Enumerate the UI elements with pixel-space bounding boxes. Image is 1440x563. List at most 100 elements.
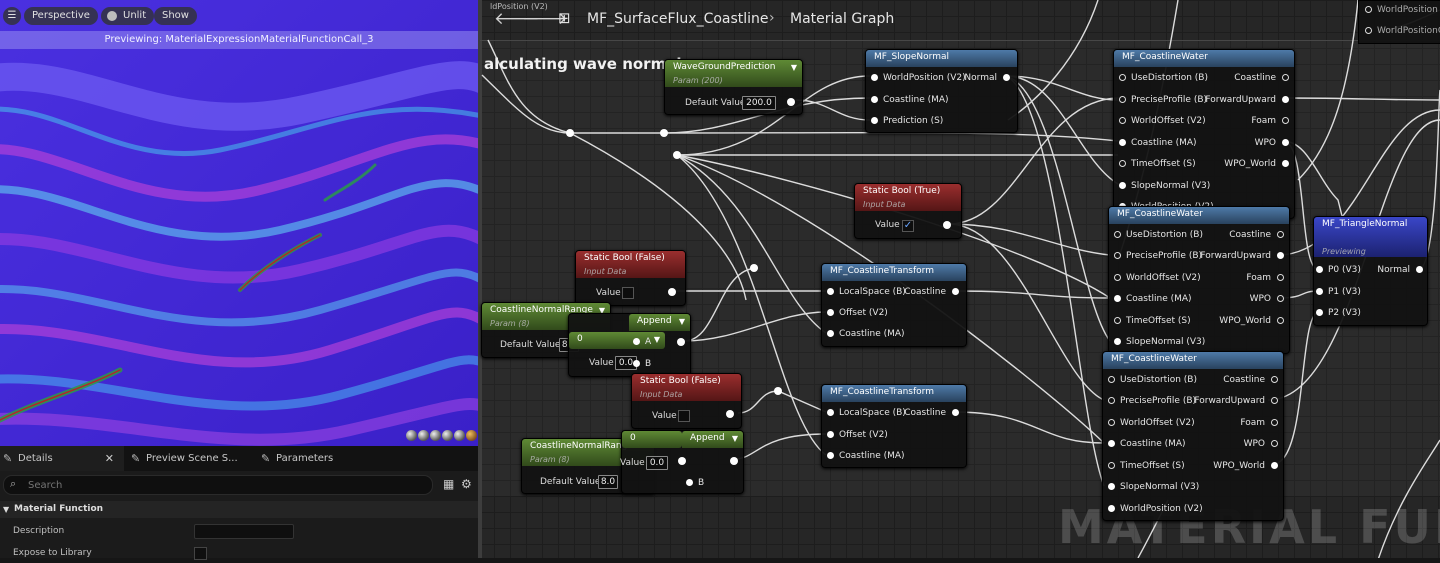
pin-slope-normal[interactable]: SlopeNormal (V3) bbox=[1112, 336, 1205, 348]
expose-to-library-checkbox[interactable] bbox=[194, 547, 207, 560]
node-mf-slope-normal[interactable]: MF_SlopeNormal WorldPosition (V2) Coastl… bbox=[865, 49, 1018, 133]
pin-precise-profile[interactable]: PreciseProfile (B) bbox=[1117, 94, 1207, 106]
pin-b[interactable]: B bbox=[684, 477, 704, 489]
table-view-icon[interactable]: ▦ bbox=[443, 477, 455, 491]
material-graph-editor[interactable]: alculating wave normal MATERIAL FUNCTIO bbox=[478, 0, 1440, 558]
pin-time-offset[interactable]: TimeOffset (S) bbox=[1112, 315, 1191, 327]
pin-out-coastline[interactable]: Coastline bbox=[1229, 229, 1285, 241]
description-field[interactable] bbox=[194, 524, 294, 539]
node-mf-coastline-transform-1[interactable]: MF_CoastlineTransform LocalSpace (B) Off… bbox=[821, 263, 967, 347]
pin-out-forward-upward[interactable]: ForwardUpward bbox=[1205, 94, 1290, 106]
preview-cylinder-icon[interactable] bbox=[406, 430, 417, 441]
preview-sphere-icon[interactable] bbox=[418, 430, 429, 441]
pin-out-wpo-world[interactable]: WPO_World bbox=[1219, 315, 1285, 327]
output-pin[interactable] bbox=[943, 221, 951, 229]
pin-out-normal[interactable]: Normal bbox=[1377, 264, 1424, 276]
node-static-bool-false-1[interactable]: Static Bool (False) Input Data Value bbox=[575, 250, 686, 306]
search-input[interactable] bbox=[26, 477, 420, 494]
pin-out-wpo[interactable]: WPO bbox=[1250, 293, 1285, 305]
node-mf-triangle-normal[interactable]: MF_TriangleNormal Previewing P0 (V3) P1 … bbox=[1313, 216, 1428, 326]
value-checkbox[interactable] bbox=[622, 287, 634, 299]
node-mf-coastline-water-2[interactable]: MF_CoastlineWater UseDistortion (B) Prec… bbox=[1108, 206, 1290, 354]
node-wave-ground-prediction[interactable]: WaveGroundPrediction Param (200) ▼ Defau… bbox=[664, 59, 803, 115]
pin-world-position-o[interactable]: WorldPositionO bbox=[1363, 25, 1440, 37]
preview-teapot-icon[interactable] bbox=[466, 430, 477, 441]
pin-offset[interactable]: Offset (V2) bbox=[825, 307, 888, 319]
node-static-bool-true[interactable]: Static Bool (True) Input Data Value ✓ bbox=[854, 183, 962, 239]
pin-coastline[interactable]: Coastline (MA) bbox=[1106, 438, 1186, 450]
default-value-field[interactable]: 200.0 bbox=[742, 96, 776, 110]
output-pin[interactable] bbox=[787, 98, 795, 106]
preview-cube-icon[interactable] bbox=[442, 430, 453, 441]
gear-icon[interactable]: ⚙ bbox=[461, 477, 472, 491]
pin-slope-normal[interactable]: SlopeNormal (V3) bbox=[1117, 180, 1210, 192]
pin-world-offset[interactable]: WorldOffset (V2) bbox=[1112, 272, 1201, 284]
pin-precise-profile[interactable]: PreciseProfile (B) bbox=[1106, 395, 1196, 407]
pin-out-coastline[interactable]: Coastline bbox=[904, 407, 960, 419]
pin-precise-profile[interactable]: PreciseProfile (B) bbox=[1112, 250, 1202, 262]
pin-slope-normal[interactable]: SlopeNormal (V3) bbox=[1106, 481, 1199, 493]
output-pin[interactable] bbox=[668, 288, 676, 296]
node-mf-coastline-water-3[interactable]: MF_CoastlineWater UseDistortion (B) Prec… bbox=[1102, 351, 1284, 521]
pin-b[interactable]: B bbox=[631, 358, 651, 370]
pin-out-coastline[interactable]: Coastline bbox=[904, 286, 960, 298]
pin-coastline[interactable]: Coastline (MA) bbox=[869, 94, 949, 106]
category-material-function[interactable]: ▼ Material Function bbox=[0, 501, 478, 518]
preview-mesh-icon[interactable] bbox=[454, 430, 465, 441]
pin-p1[interactable]: P1 (V3) bbox=[1314, 286, 1361, 298]
node-mf-coastline-transform-2[interactable]: MF_CoastlineTransform LocalSpace (B) Off… bbox=[821, 384, 967, 468]
pin-out-coastline[interactable]: Coastline bbox=[1223, 374, 1279, 386]
pin-coastline[interactable]: Coastline (MA) bbox=[1117, 137, 1197, 149]
pin-out-foam[interactable]: Foam bbox=[1240, 417, 1279, 429]
pin-use-distortion[interactable]: UseDistortion (B) bbox=[1117, 72, 1208, 84]
pin-world-position[interactable]: WorldPosition bbox=[1363, 4, 1438, 16]
default-value-field[interactable]: 8.0 bbox=[598, 475, 618, 489]
pin-out-coastline[interactable]: Coastline bbox=[1234, 72, 1290, 84]
value-checkbox[interactable]: ✓ bbox=[902, 220, 914, 232]
material-preview-viewport[interactable]: ☰ Perspective Unlit Show Previewing: Mat… bbox=[0, 0, 478, 446]
tab-details[interactable]: ✎ Details ✕ bbox=[0, 446, 124, 471]
comment-title[interactable]: alculating wave normal bbox=[484, 55, 682, 73]
pin-prediction[interactable]: Prediction (S) bbox=[869, 115, 943, 127]
const-output-pin[interactable] bbox=[678, 457, 686, 465]
pin-out-normal[interactable]: Normal bbox=[964, 72, 1011, 84]
pin-offset[interactable]: Offset (V2) bbox=[825, 429, 888, 441]
pin-out-forward-upward[interactable]: ForwardUpward bbox=[1200, 250, 1285, 262]
pin-world-offset[interactable]: WorldOffset (V2) bbox=[1117, 115, 1206, 127]
pin-time-offset[interactable]: TimeOffset (S) bbox=[1106, 460, 1185, 472]
back-arrow-icon[interactable]: 🡐 bbox=[494, 9, 540, 29]
details-search[interactable]: ⌕ bbox=[3, 475, 433, 495]
value-checkbox[interactable] bbox=[678, 410, 690, 422]
pin-world-position[interactable]: WorldPosition (V2) bbox=[869, 72, 966, 84]
pin-out-foam[interactable]: Foam bbox=[1251, 115, 1290, 127]
pin-world-position[interactable]: WorldPosition (V2) bbox=[1106, 503, 1203, 515]
tab-parameters[interactable]: ✎ Parameters bbox=[258, 446, 378, 471]
node-append-2[interactable]: Append ▼ 0 Value 0.0 B bbox=[620, 430, 744, 494]
output-pin[interactable] bbox=[677, 338, 685, 346]
panel-splitter[interactable] bbox=[478, 0, 482, 558]
pin-p2[interactable]: P2 (V3) bbox=[1314, 307, 1361, 319]
node-static-bool-false-2[interactable]: Static Bool (False) Input Data Value bbox=[631, 373, 742, 429]
output-pin[interactable] bbox=[730, 457, 738, 465]
pin-use-distortion[interactable]: UseDistortion (B) bbox=[1112, 229, 1203, 241]
node-append-1[interactable]: Append ▼ 0 ▼ A Value 0.0 B bbox=[568, 313, 691, 377]
node-mf-coastline-water-1[interactable]: MF_CoastlineWater UseDistortion (B) Prec… bbox=[1113, 49, 1295, 219]
close-icon[interactable]: ✕ bbox=[104, 452, 114, 465]
pin-a[interactable]: A bbox=[631, 336, 651, 348]
viewport-options-button[interactable]: ☰ bbox=[3, 7, 21, 25]
breadcrumb-function[interactable]: MF_SurfaceFlux_Coastline bbox=[587, 11, 769, 27]
perspective-button[interactable]: Perspective bbox=[24, 7, 98, 25]
pin-out-wpo[interactable]: WPO bbox=[1244, 438, 1279, 450]
pin-coastline[interactable]: Coastline (MA) bbox=[825, 328, 905, 340]
node-offscreen-top-right[interactable]: WorldPosition WorldPositionO bbox=[1358, 0, 1440, 44]
output-pin[interactable] bbox=[726, 410, 734, 418]
pin-out-wpo-world[interactable]: WPO_World bbox=[1224, 158, 1290, 170]
forward-arrow-icon[interactable]: 🡒 bbox=[522, 9, 568, 29]
show-button[interactable]: Show bbox=[154, 7, 197, 25]
tab-preview-scene-settings[interactable]: ✎ Preview Scene S... bbox=[128, 446, 254, 471]
breadcrumb-graph[interactable]: Material Graph bbox=[790, 11, 895, 27]
view-mode-unlit-button[interactable]: Unlit bbox=[101, 7, 155, 25]
pin-world-offset[interactable]: WorldOffset (V2) bbox=[1106, 417, 1195, 429]
preview-plane-icon[interactable] bbox=[430, 430, 441, 441]
pin-out-wpo-world[interactable]: WPO_World bbox=[1213, 460, 1279, 472]
